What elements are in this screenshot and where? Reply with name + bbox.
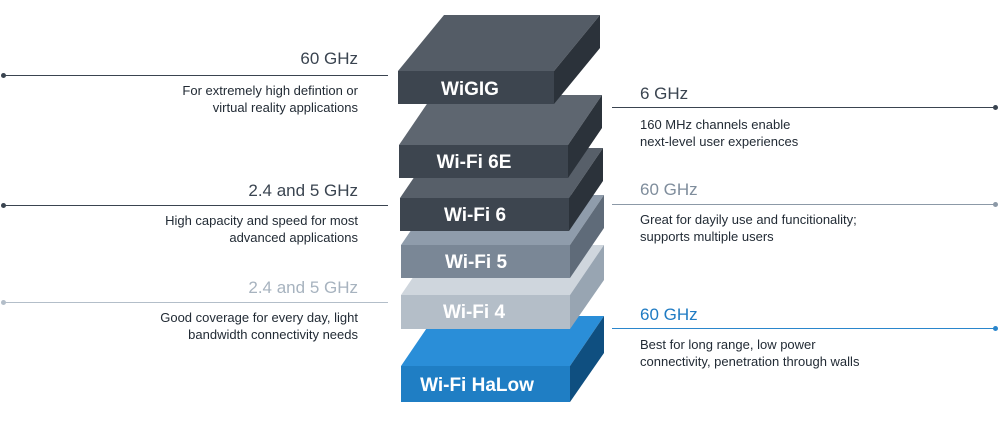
- annotation-halow-description-line-2: connectivity, penetration through walls: [640, 354, 860, 369]
- annotation-halow-dot: [993, 326, 998, 331]
- annotation-halow-leader-line: [612, 328, 995, 329]
- layer-label-wifi-5: Wi-Fi 5: [445, 252, 508, 273]
- layer-wifi-6e: Wi-Fi 6E: [399, 95, 602, 178]
- annotation-wigig-frequency: 60 GHz: [300, 49, 358, 68]
- layer-label-wifi-6: Wi-Fi 6: [444, 205, 506, 226]
- annotation-wifi5-description-line-2: supports multiple users: [640, 229, 774, 244]
- layer-label-wigig: WiGIG: [441, 79, 499, 100]
- annotation-halow: 60 GHz Best for long range, low power co…: [640, 305, 859, 370]
- annotation-wifi5-description-line-1: Great for dayily use and funcitionality;: [640, 212, 857, 227]
- annotation-wigig-description-line-1: For extremely high defintion or: [182, 83, 358, 98]
- annotation-halow-frequency: 60 GHz: [640, 305, 698, 324]
- annotation-wifi6-description-line-1: High capacity and speed for most: [165, 213, 358, 228]
- layer-label-wifi-halow: Wi-Fi HaLow: [420, 375, 534, 396]
- annotation-wifi4-description-line-1: Good coverage for every day, light: [160, 310, 358, 325]
- layer-wigig: WiGIG: [398, 15, 600, 104]
- annotation-wifi6e-leader-line: [612, 107, 995, 108]
- annotation-wifi6-leader-line: [3, 205, 388, 206]
- annotation-wifi5-dot: [993, 202, 998, 207]
- annotation-wifi6e-frequency: 6 GHz: [640, 84, 689, 103]
- annotation-wigig-leader-line: [3, 75, 388, 76]
- annotation-wifi6e-description-line-2: next-level user experiences: [640, 134, 799, 149]
- layer-label-wifi-6e: Wi-Fi 6E: [437, 152, 512, 173]
- annotation-wifi5-leader-line: [612, 204, 995, 205]
- annotation-wifi4: 2.4 and 5 GHz Good coverage for every da…: [160, 278, 358, 343]
- annotation-wifi4-description-line-2: bandwidth connectivity needs: [188, 327, 358, 342]
- annotation-wigig: 60 GHz For extremely high defintion or v…: [182, 49, 358, 116]
- annotation-wifi4-leader-line: [3, 302, 388, 303]
- annotation-wifi6-frequency: 2.4 and 5 GHz: [248, 181, 358, 200]
- annotation-wifi4-frequency: 2.4 and 5 GHz: [248, 278, 358, 297]
- annotation-wifi6e-dot: [993, 105, 998, 110]
- layer-wifi-4: Wi-Fi 4: [401, 245, 604, 329]
- annotation-wigig-description-line-2: virtual reality applications: [212, 100, 358, 115]
- annotation-wifi6-description-line-2: advanced applications: [229, 230, 358, 245]
- layer-label-wifi-4: Wi-Fi 4: [443, 302, 506, 323]
- annotation-wifi5: 60 GHz Great for dayily use and funcitio…: [640, 180, 857, 245]
- annotation-wifi6e-description-line-1: 160 MHz channels enable: [640, 117, 791, 132]
- annotation-wifi5-frequency: 60 GHz: [640, 180, 698, 199]
- annotation-wifi6: 2.4 and 5 GHz High capacity and speed fo…: [165, 181, 358, 246]
- annotation-halow-description-line-1: Best for long range, low power: [640, 337, 816, 352]
- annotation-wifi6e: 6 GHz 160 MHz channels enable next-level…: [640, 84, 798, 150]
